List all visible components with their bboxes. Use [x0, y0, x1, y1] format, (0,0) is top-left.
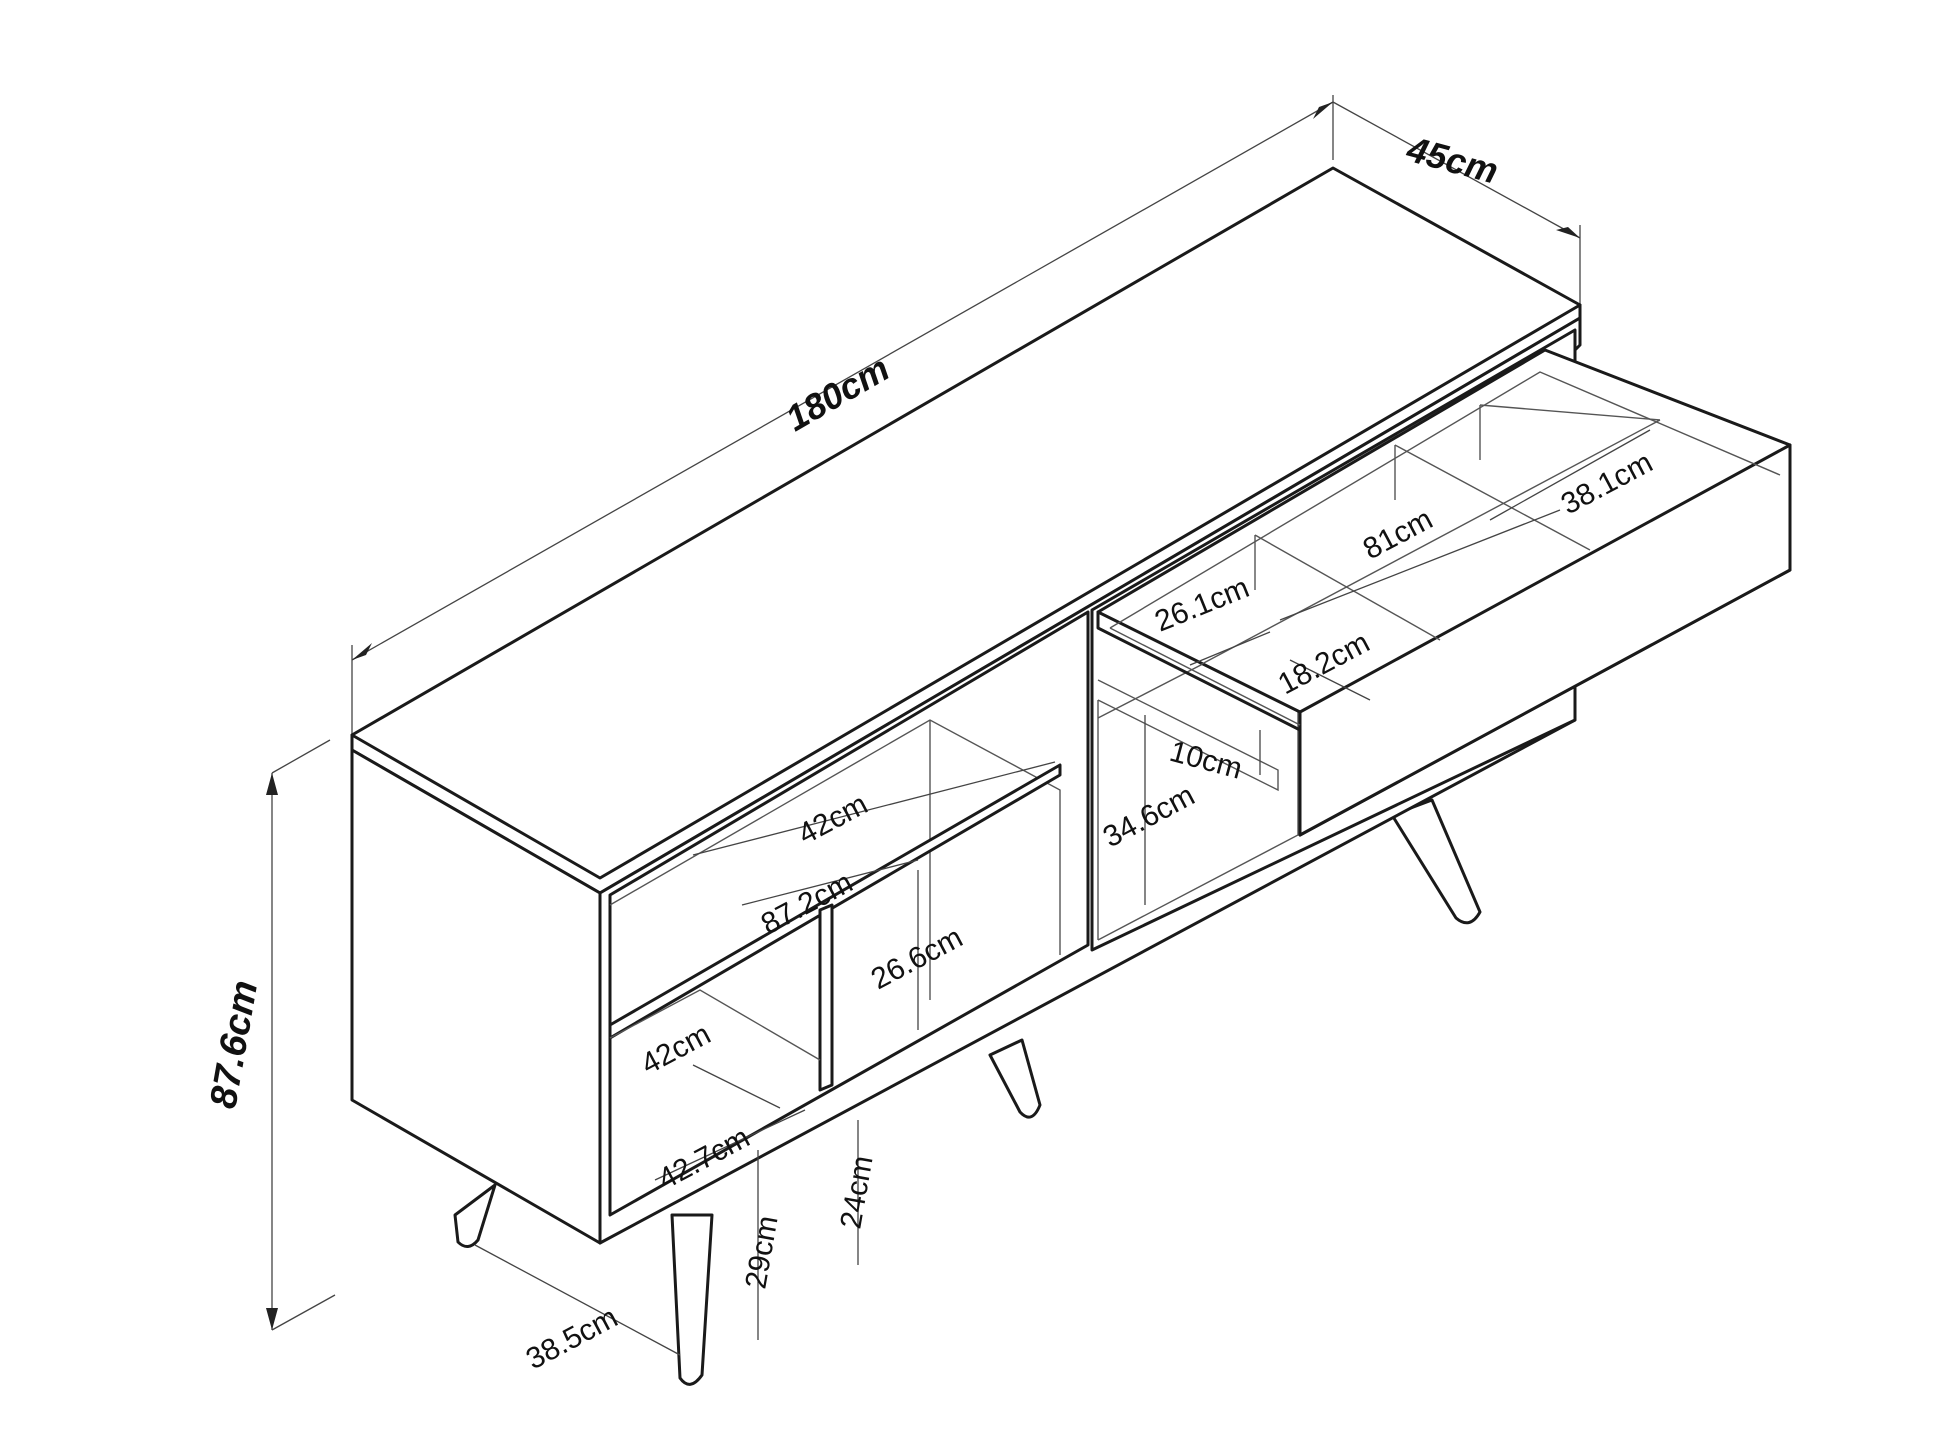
left-open-compartment [608, 610, 1090, 1217]
leg-front-left [453, 1183, 497, 1248]
leg-back-middle [988, 1038, 1042, 1119]
width-label: 180cm [779, 347, 897, 439]
clearance-label: 24cm [834, 1153, 879, 1231]
depth-label: 45cm [1402, 128, 1503, 192]
leg-spacing-label: 38.5cm [521, 1301, 623, 1376]
height-label: 87.6cm [203, 977, 267, 1111]
depth-dimension-line [1332, 101, 1581, 310]
leg-back-right [1390, 798, 1482, 925]
width-dimension-line [351, 95, 1334, 740]
leg-front-middle [670, 1213, 714, 1386]
drawer [1096, 348, 1792, 837]
height-dimension-line [266, 739, 336, 1331]
leg-height-label: 29cm [739, 1213, 784, 1291]
inner-dimension-lines [474, 429, 1651, 1356]
